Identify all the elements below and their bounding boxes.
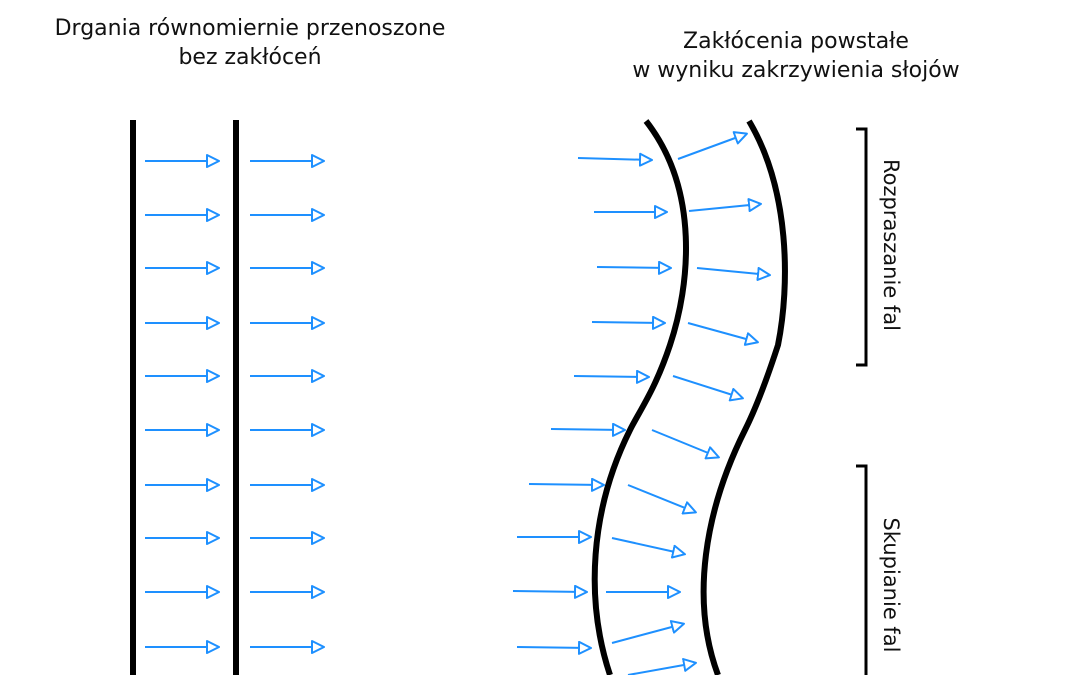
straight-grain-lines xyxy=(130,120,239,675)
wave-arrow-icon xyxy=(577,152,653,167)
right-title-line1: Zakłócenia powstałe xyxy=(683,29,909,54)
deflected-wave-arrow-icon xyxy=(627,658,697,675)
deflected-wave-arrow-icon xyxy=(651,429,720,460)
left-title-line1: Drgania równomiernie przenoszone xyxy=(54,16,446,41)
wave-arrow-icon xyxy=(573,369,650,384)
wave-arrow-icon xyxy=(516,640,592,655)
deflected-wave-arrow-icon xyxy=(672,375,744,402)
deflected-wave-arrow-icon xyxy=(696,266,771,281)
wave-arrow-icon xyxy=(512,584,588,599)
wave-arrow-icon xyxy=(550,422,626,437)
straight-wave-arrows xyxy=(145,154,325,654)
curved-grain-line-right xyxy=(700,119,788,675)
disturbed-wave-arrows xyxy=(512,131,771,675)
wave-arrow-icon xyxy=(596,260,672,275)
lower-bracket-icon xyxy=(856,464,868,675)
upper-bracket-icon xyxy=(856,127,868,367)
wave-arrow-icon xyxy=(528,477,605,492)
lower-bracket-label: Skupianie fal xyxy=(879,517,903,652)
deflected-wave-arrow-icon xyxy=(687,322,759,346)
right-title-line2: w wyniku zakrzywienia słojów xyxy=(632,58,960,83)
left-title-line2: bez zakłóceń xyxy=(178,45,322,70)
deflected-wave-arrow-icon xyxy=(688,198,762,213)
right-panel-title: Zakłócenia powstałe w wyniku zakrzywieni… xyxy=(566,27,1026,85)
deflected-wave-arrow-icon xyxy=(627,484,697,515)
deflected-wave-arrow-icon xyxy=(677,131,748,160)
deflected-wave-arrow-icon xyxy=(611,620,685,644)
upper-bracket-label: Rozpraszanie fal xyxy=(879,159,903,331)
wave-arrow-icon xyxy=(591,315,666,330)
curved-grain-line-left xyxy=(591,119,689,675)
curved-grain-lines xyxy=(591,119,788,675)
left-panel-title: Drgania równomiernie przenoszone bez zak… xyxy=(20,14,480,72)
deflected-wave-arrow-icon xyxy=(611,537,686,559)
